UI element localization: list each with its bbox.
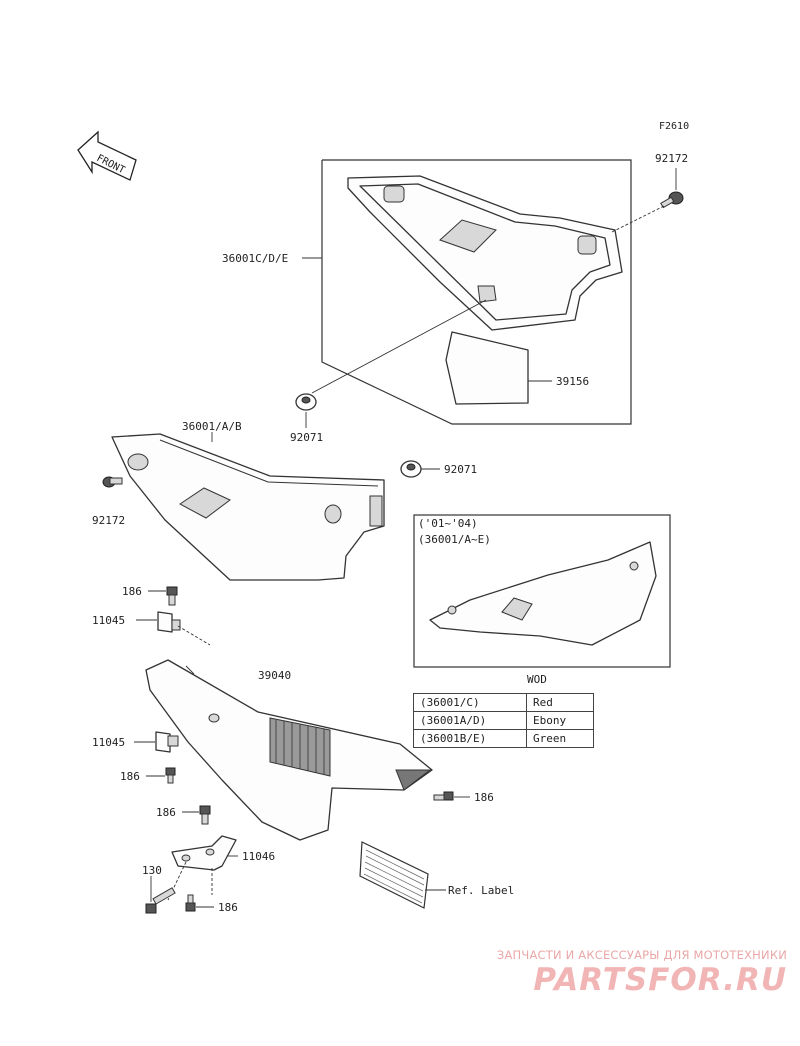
- label-11045-b: 11045: [92, 736, 125, 749]
- bolt-186-a-icon: [166, 586, 178, 606]
- label-39040: 39040: [258, 669, 291, 682]
- color-name: Ebony: [526, 711, 594, 730]
- label-36001cde: 36001C/D/E: [222, 252, 288, 265]
- watermark-logo: PARTSFOR.RU: [533, 962, 787, 998]
- label-92172-left: 92172: [92, 514, 125, 527]
- label-186-d: 186: [156, 806, 176, 819]
- leader-92172-top: [611, 205, 665, 233]
- bracket-11045-b-icon: [155, 731, 179, 753]
- diagram-code: F2610: [659, 121, 689, 132]
- bolt-186-b-icon: [165, 767, 176, 784]
- color-name: Green: [526, 729, 594, 748]
- bolt-130-icon: [145, 887, 176, 914]
- bracket-11046-icon: [171, 835, 237, 871]
- grommet-92071-a-icon: [295, 393, 317, 411]
- left-side-cover: [111, 433, 385, 581]
- table-row: (36001B/E) Green: [413, 729, 594, 748]
- leader-39040: [185, 665, 195, 675]
- watermark-tagline: ЗАПЧАСТИ И АКСЕССУАРЫ ДЛЯ МОТОТЕХНИКИ: [496, 948, 787, 962]
- inset-years: ('01~'04): [418, 517, 478, 530]
- color-code: (36001A/D): [413, 711, 527, 730]
- label-92172-top: 92172: [655, 152, 688, 165]
- bracket-11045-a-icon: [157, 611, 181, 633]
- right-side-cover: [347, 175, 623, 331]
- label-186-e: 186: [218, 901, 238, 914]
- leader-92071-a: [311, 299, 487, 394]
- label-36001ab: 36001/A/B: [182, 420, 242, 433]
- bolt-92172-top-icon: [660, 191, 684, 209]
- leader-11045-a-dash: [177, 625, 211, 646]
- color-code: (36001B/E): [413, 729, 527, 748]
- color-code: (36001/C): [413, 693, 527, 712]
- label-11046: 11046: [242, 850, 275, 863]
- bolt-186-d-icon: [199, 805, 211, 825]
- label-ref-label: Ref. Label: [448, 884, 514, 897]
- table-row: (36001/C) Red: [413, 693, 594, 712]
- inset-box: [413, 514, 671, 668]
- grommet-92071-b-icon: [400, 460, 422, 478]
- label-186-a: 186: [122, 585, 142, 598]
- label-11045-a: 11045: [92, 614, 125, 627]
- chain-guard: [145, 659, 433, 841]
- label-92071-a: 92071: [290, 431, 323, 444]
- bolt-92172-left-icon: [102, 476, 123, 488]
- front-arrow-icon: FRONT: [77, 130, 137, 181]
- color-table: (36001/C) Red (36001A/D) Ebony (36001B/E…: [413, 693, 594, 748]
- label-186-c: 186: [474, 791, 494, 804]
- inset-applies: (36001/A~E): [418, 533, 491, 546]
- bolt-186-e-icon: [185, 894, 196, 912]
- color-table-header: WOD: [527, 673, 547, 686]
- table-row: (36001A/D) Ebony: [413, 711, 594, 730]
- label-130: 130: [142, 864, 162, 877]
- upper-assembly-box: [321, 159, 632, 425]
- watermark: ЗАПЧАСТИ И АКСЕССУАРЫ ДЛЯ МОТОТЕХНИКИ PA…: [487, 948, 787, 998]
- label-92071-b: 92071: [444, 463, 477, 476]
- color-name: Red: [526, 693, 594, 712]
- ref-label-plate: [359, 841, 429, 909]
- label-39156: 39156: [556, 375, 589, 388]
- bolt-186-c-icon: [433, 791, 454, 801]
- label-186-b: 186: [120, 770, 140, 783]
- pad-39156: [445, 331, 529, 405]
- inset-side-cover: [429, 541, 657, 646]
